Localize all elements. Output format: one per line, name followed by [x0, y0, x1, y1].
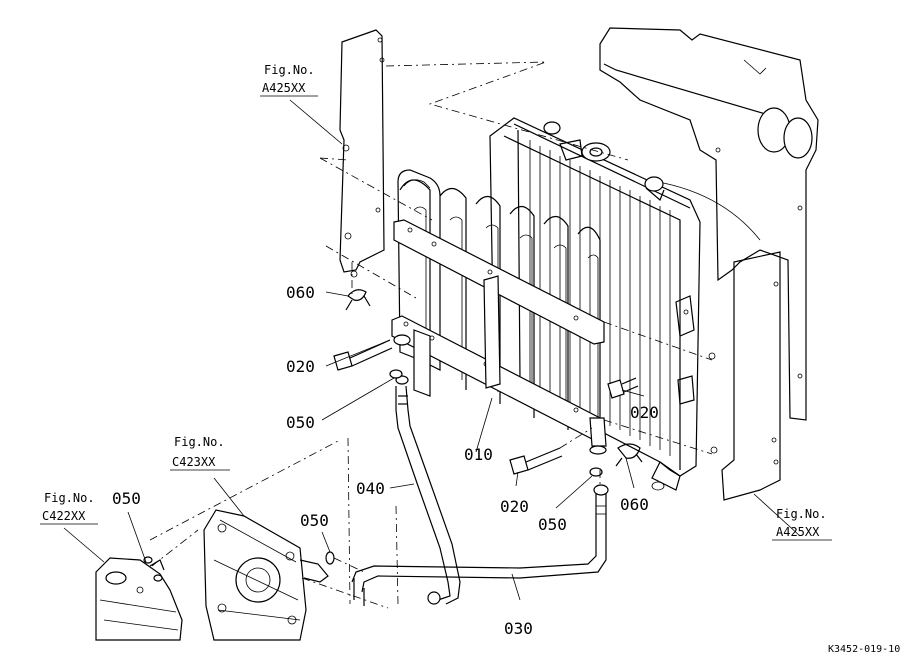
crankcase	[95, 557, 183, 641]
o-ring-050-left	[389, 369, 403, 379]
figref-code: C422XX	[42, 509, 86, 523]
center-lines	[149, 61, 713, 609]
figref-c423: Fig.No. C423XX	[170, 435, 230, 471]
hose-040	[395, 375, 461, 605]
oil-cooler	[391, 169, 607, 455]
figref-top-left: Fig.No. A425XX	[260, 63, 318, 97]
left-bracket-plate	[319, 29, 385, 296]
leader-lines	[63, 99, 801, 601]
right-shroud-panel	[599, 27, 819, 501]
part-label-060-left: 060	[286, 283, 315, 302]
figref-label: Fig.No.	[776, 507, 827, 521]
figref-bottom-right: Fig.No. A425XX	[772, 507, 832, 541]
figref-c422: Fig.No. C422XX	[40, 491, 98, 525]
bolt-020-bottom	[509, 447, 563, 475]
part-label-050-mid: 050	[300, 511, 329, 530]
bolt-020-right	[607, 377, 639, 399]
part-label-050-far: 050	[112, 489, 141, 508]
bolt-020-left	[333, 339, 393, 371]
part-label-010: 010	[464, 445, 493, 464]
part-label-020-bottom: 020	[500, 497, 529, 516]
clip-060-right	[615, 443, 643, 467]
o-ring-050-mid	[325, 551, 335, 565]
radiator-core	[489, 117, 718, 491]
part-label-020-right: 020	[630, 403, 659, 422]
part-label-040: 040	[356, 479, 385, 498]
part-label-020-left: 020	[286, 357, 315, 376]
figref-label: Fig.No.	[264, 63, 315, 77]
clip-060-left	[345, 289, 371, 311]
o-ring-050-bottom	[589, 467, 603, 477]
drawing-code: K3452-019-10	[828, 644, 900, 655]
figref-code: A425XX	[262, 81, 306, 95]
part-label-030: 030	[504, 619, 533, 638]
figref-label: Fig.No.	[44, 491, 95, 505]
part-label-050-bottom: 050	[538, 515, 567, 534]
figref-label: Fig.No.	[174, 435, 225, 449]
part-label-060-right: 060	[620, 495, 649, 514]
engine-housing	[203, 509, 329, 641]
figref-code: A425XX	[776, 525, 820, 539]
pipe-030	[351, 484, 609, 606]
part-label-050-left: 050	[286, 413, 315, 432]
figref-code: C423XX	[172, 455, 216, 469]
